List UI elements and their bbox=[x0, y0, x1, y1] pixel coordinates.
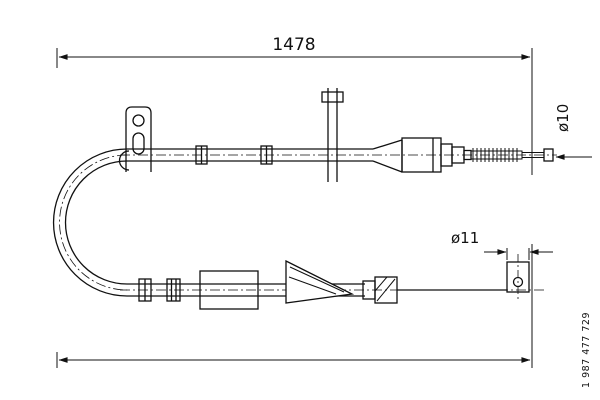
cable-end-nipple bbox=[522, 148, 554, 162]
part-number-text: 1 987 477 729 bbox=[581, 312, 592, 388]
cable-lower-run bbox=[120, 254, 545, 310]
protective-sleeve bbox=[199, 270, 259, 310]
crimp-band-3 bbox=[138, 278, 152, 302]
bracket-hole-round bbox=[132, 114, 145, 127]
dia-lower-label: ø11 bbox=[451, 229, 479, 247]
dia-upper-label: ø10 bbox=[554, 104, 572, 132]
dimension-top: 1478 bbox=[56, 35, 533, 175]
crimp-band-4 bbox=[166, 278, 181, 302]
bend-outer-edge bbox=[52, 148, 128, 297]
dimension-dia-lower: ø11 bbox=[451, 229, 553, 260]
crimp-band-1 bbox=[195, 145, 208, 165]
bend-centerline bbox=[59, 154, 128, 291]
crimp-band-2 bbox=[260, 145, 273, 165]
boot-wedge bbox=[285, 259, 355, 304]
cable-bend bbox=[52, 148, 128, 297]
end-barrel bbox=[506, 254, 530, 300]
mounting-bracket bbox=[118, 106, 152, 172]
dimension-bottom bbox=[56, 244, 533, 368]
dimension-dia-upper: ø10 bbox=[554, 104, 592, 160]
thread-section bbox=[470, 148, 523, 162]
bracket-hole-slot bbox=[132, 132, 145, 155]
panel-grommet bbox=[321, 88, 344, 182]
bracket-clip bbox=[118, 150, 130, 171]
bracket-tab bbox=[125, 106, 152, 172]
cable-upper-run bbox=[118, 88, 557, 182]
bend-inner-edge bbox=[64, 160, 128, 285]
total-length-label: 1478 bbox=[272, 35, 315, 55]
